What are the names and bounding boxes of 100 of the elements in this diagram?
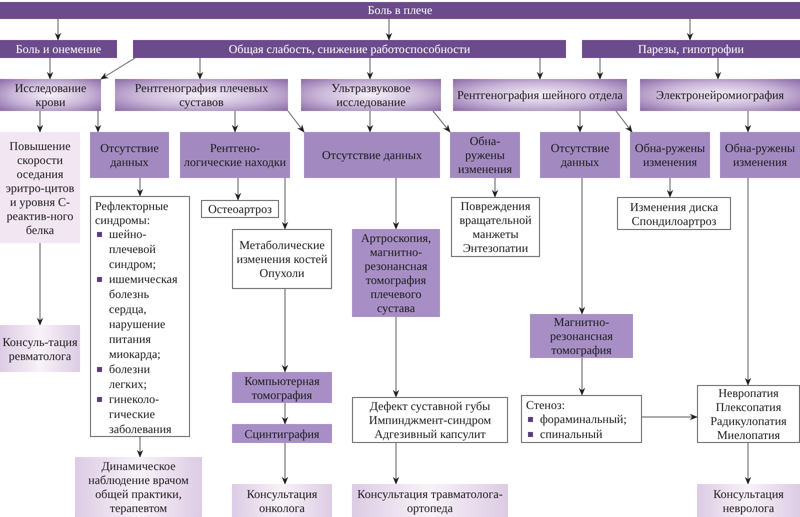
node-text: Боль и онемение — [16, 40, 102, 58]
process-box — [304, 132, 440, 178]
arrow — [392, 178, 400, 230]
process-box — [90, 196, 190, 437]
process-box — [115, 79, 288, 111]
list-item-text: ишемическая болезнь сердца, нарушение питания миокарда; — [109, 272, 178, 362]
header-bar — [133, 40, 566, 58]
process-box — [697, 385, 800, 443]
node-text: Дефект суставной губы — [370, 399, 490, 413]
process-box — [0, 325, 80, 372]
arrow — [576, 110, 584, 133]
node-text: Сцинтиграфия — [244, 426, 320, 440]
node-text: Консультация онколога — [246, 486, 318, 514]
arrow — [282, 288, 288, 373]
process-box — [521, 395, 642, 443]
node-text: Невропатия — [718, 386, 779, 400]
node-text: Отсутствие данных — [99, 141, 160, 169]
node-text: Обна-ружены изменения — [456, 134, 514, 176]
node-text: Импинджмент-синдром — [368, 413, 492, 427]
process-box — [630, 132, 710, 178]
process-box — [232, 229, 332, 289]
node-text: Радикулопатия — [710, 414, 787, 428]
arrow — [392, 316, 400, 398]
node-text: Обна-ружены изменения — [634, 141, 706, 169]
process-box — [232, 372, 332, 403]
node-text: Ультразвуковое исследование — [330, 81, 412, 109]
list-item-text: болезни легких; — [109, 362, 151, 392]
arrow — [714, 58, 722, 80]
node-text: Адгезивный капсулит — [374, 427, 486, 441]
node-text: Электронейромиография — [656, 88, 784, 102]
arrow — [386, 18, 392, 41]
process-box — [453, 79, 627, 111]
header-bar — [0, 40, 117, 58]
arrow — [94, 110, 102, 133]
arrow — [234, 178, 242, 201]
process-box — [540, 132, 620, 178]
process-box — [530, 314, 633, 358]
arrow — [36, 110, 44, 133]
arrow — [616, 110, 632, 133]
arrow — [432, 110, 450, 133]
node-text: Артроскопия, магнитно-резонансная томография плечевого сустава — [360, 231, 432, 315]
node-text: Магнитно-резонансная томография — [549, 315, 614, 357]
list-item-text: шейно-плечевой синдром; — [109, 227, 157, 272]
node-text: Стеноз: — [526, 398, 565, 412]
arrow — [282, 178, 288, 230]
process-box — [697, 484, 800, 517]
node-text: Парезы, гипотрофии — [638, 40, 744, 58]
node-text: Метаболические изменения костей — [236, 238, 328, 266]
arrow — [366, 58, 374, 80]
node-text: Компьютерная томография — [243, 374, 321, 402]
node-text: Рентгенография шейного отдела — [457, 88, 623, 102]
node-text: Динамическое наблюдение врачом общей практики, терапевтом — [87, 459, 190, 515]
list-item-text: гинеколо-гические заболевания — [109, 392, 173, 437]
process-box — [720, 132, 800, 178]
arrow — [136, 178, 144, 197]
arrow — [744, 110, 752, 133]
node-text: Консуль-тация ревматолога — [2, 334, 78, 362]
node-text: Миелопатия — [716, 428, 780, 442]
node-text: Повышение скорости оседания эритро-цитов и уровня С-реактив-ного белка — [4, 138, 76, 236]
list-item-text: фораминальный; — [540, 412, 627, 427]
node-text: Спондилоартроз — [632, 214, 716, 228]
process-box — [301, 79, 441, 111]
arrow — [642, 414, 698, 420]
arrow — [578, 358, 586, 396]
node-text: Рефлекторные синдромы: — [95, 199, 170, 227]
node-text: Плексопатия — [716, 400, 782, 414]
arrow — [596, 58, 604, 80]
arrow — [282, 442, 288, 485]
list-item-text: спинальный — [540, 427, 602, 442]
node-text: Общая слабость, снижение работоспособности — [228, 40, 470, 58]
arrow — [288, 110, 304, 133]
node-text: Остеоартроз — [208, 202, 272, 216]
arrow — [744, 442, 752, 485]
arrow — [196, 58, 204, 80]
header-bar — [0, 2, 800, 19]
header-bar — [582, 40, 800, 58]
arrow — [100, 58, 136, 80]
arrow — [232, 110, 238, 133]
arrow — [578, 178, 586, 315]
process-box — [617, 197, 731, 230]
process-box — [232, 424, 332, 443]
arrow — [366, 110, 374, 133]
process-box — [451, 197, 540, 257]
process-box — [352, 397, 508, 443]
process-box — [90, 132, 169, 178]
process-box — [450, 132, 520, 178]
process-box — [180, 132, 290, 178]
arrow — [36, 242, 44, 326]
process-box — [75, 457, 202, 517]
arrow — [136, 436, 144, 458]
arrow — [282, 402, 288, 425]
process-box — [0, 132, 80, 243]
process-box — [232, 484, 332, 517]
arrow — [392, 442, 400, 485]
process-box — [0, 79, 101, 111]
node-text: Отсутствие данных — [322, 148, 422, 162]
arrow — [536, 58, 544, 80]
arrow — [492, 178, 498, 198]
node-text: Рентгено-логические находки — [182, 141, 288, 169]
arrow — [54, 18, 62, 41]
